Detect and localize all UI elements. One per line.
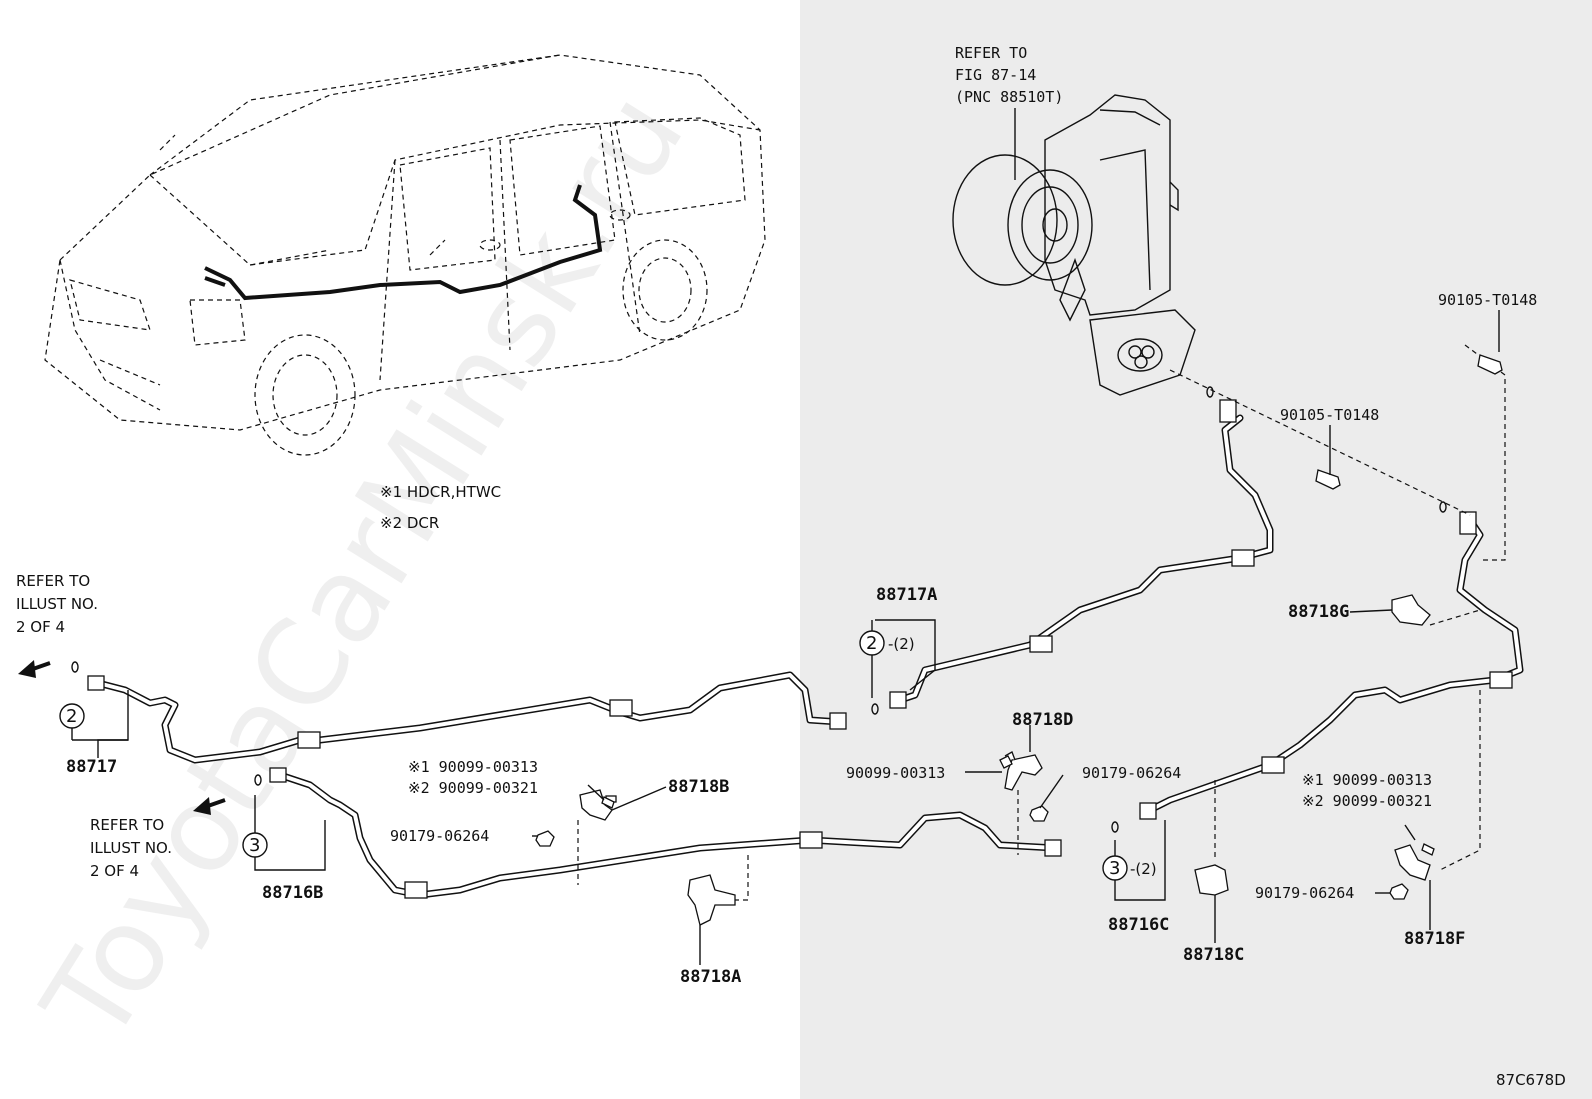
arrow-left-bottom <box>193 797 226 815</box>
label-nut-d: 90179-06264 <box>1082 764 1181 782</box>
label-88717A: 88717A <box>876 585 937 605</box>
clip-88718G <box>1391 594 1431 626</box>
label-88718F: 88718F <box>1404 929 1465 949</box>
illust-ref-top: REFER TO ILLUST NO. 2 OF 4 <box>16 572 98 636</box>
callout-3-right: 3 -(2) <box>1102 855 1157 881</box>
label-f-opt2: ※2 90099-00321 <box>1302 792 1432 810</box>
clip-88718A <box>687 874 736 926</box>
fig-ref-line3: (PNC 88510T) <box>955 88 1063 106</box>
fig-reference: REFER TO FIG 87-14 (PNC 88510T) <box>955 44 1063 180</box>
label-screw-d: 90099-00313 <box>846 764 945 782</box>
svg-text:2: 2 <box>866 633 877 654</box>
note-hdcr-htwc: ※1 HDCR,HTWC <box>380 483 501 501</box>
label-88718G: 88718G <box>1288 602 1349 622</box>
svg-text:ILLUST NO.: ILLUST NO. <box>90 839 172 857</box>
label-88718B: 88718B <box>668 777 729 797</box>
svg-text:-(2): -(2) <box>1130 860 1157 878</box>
pipe-88716B <box>276 771 1059 899</box>
right-panel-background <box>800 0 1592 1099</box>
heater-unit-illustration <box>952 94 1196 396</box>
alignment-lines <box>577 344 1506 901</box>
svg-text:3: 3 <box>249 835 260 856</box>
svg-text:2: 2 <box>66 706 77 727</box>
fig-ref-line1: REFER TO <box>955 44 1027 62</box>
svg-text:REFER TO: REFER TO <box>90 816 164 834</box>
part-labels: 88717 88717A 88716B 88716C 88718A 88718B… <box>66 291 1537 987</box>
label-bolt-mid: 90105-T0148 <box>1280 406 1379 424</box>
label-88718C: 88718C <box>1183 945 1244 965</box>
pipe-88717A <box>896 414 1274 704</box>
svg-text:2 OF 4: 2 OF 4 <box>16 618 65 636</box>
clip-88718F <box>1394 844 1431 881</box>
illust-ref-bottom: REFER TO ILLUST NO. 2 OF 4 <box>90 816 172 880</box>
callout-2-left: 2 <box>59 703 128 741</box>
label-88716B: 88716B <box>262 883 323 903</box>
svg-text:2 OF 4: 2 OF 4 <box>90 862 139 880</box>
callout-3-left: 3 <box>242 832 268 858</box>
watermark: ToyotaCarMinsk.ru <box>16 69 710 1066</box>
bracket-88717A <box>875 619 936 691</box>
svg-text:ILLUST NO.: ILLUST NO. <box>16 595 98 613</box>
arrow-left-top <box>18 660 51 678</box>
vehicle-illustration <box>44 54 766 456</box>
clip-88718D <box>1004 751 1043 791</box>
label-88718A: 88718A <box>680 967 741 987</box>
label-nut-f: 90179-06264 <box>1255 884 1354 902</box>
pipe-88716C <box>1146 516 1524 814</box>
label-nut-b: 90179-06264 <box>390 827 489 845</box>
bracket-88717 <box>97 690 129 758</box>
label-88718D: 88718D <box>1012 710 1073 730</box>
note-dcr: ※2 DCR <box>380 514 439 532</box>
leader-lines <box>532 310 1500 965</box>
clip-88718C <box>1194 864 1229 896</box>
svg-text:REFER TO: REFER TO <box>16 572 90 590</box>
label-88717: 88717 <box>66 757 117 777</box>
label-bolt-top: 90105-T0148 <box>1438 291 1537 309</box>
pipe-fittings <box>71 386 1513 899</box>
label-b-opt1: ※1 90099-00313 <box>408 758 538 776</box>
label-f-opt1: ※1 90099-00313 <box>1302 771 1432 789</box>
callout-2-mid: 2 -(2) <box>859 620 915 698</box>
label-88716C: 88716C <box>1108 915 1169 935</box>
svg-text:-(2): -(2) <box>888 635 915 653</box>
fasteners <box>535 354 1503 900</box>
fig-ref-line2: FIG 87-14 <box>955 66 1036 84</box>
label-b-opt2: ※2 90099-00321 <box>408 779 538 797</box>
figure-id: 87C678D <box>1496 1071 1566 1089</box>
svg-text:3: 3 <box>1109 858 1120 879</box>
